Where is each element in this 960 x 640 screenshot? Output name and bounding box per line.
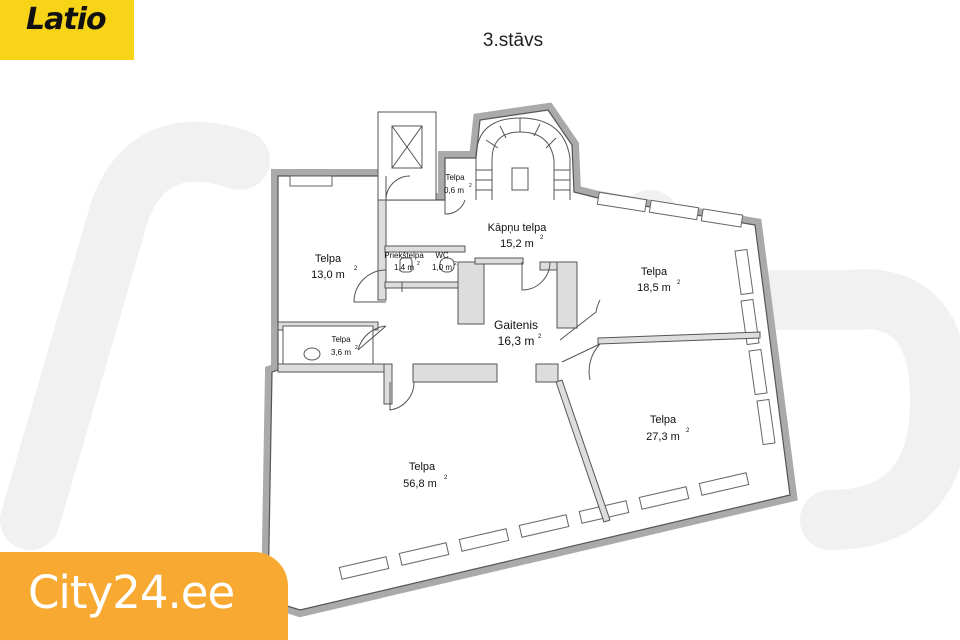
room-name-gaitenis: Gaitenis <box>494 318 538 332</box>
room-name-telpa-4: Telpa <box>650 414 677 426</box>
city24-logo-text: City24.ee <box>28 566 235 619</box>
room-name-kapnu-telpa: Kāpņu telpa <box>488 222 548 234</box>
latio-logo-text: Latio <box>26 2 107 37</box>
room-sup-telpa-5: 2 <box>444 475 448 481</box>
room-name-telpa-2: Telpa <box>641 266 668 278</box>
room-name-telpa-1: Telpa <box>315 253 342 265</box>
room-sup-kapnu-telpa: 2 <box>540 235 544 241</box>
room-name-telpa-5: Telpa <box>409 461 436 473</box>
room-sup-telpa-2: 2 <box>677 280 681 286</box>
room-area-telpa-3: 3,6 m <box>331 348 351 357</box>
latio-logo: Latio <box>0 0 134 60</box>
room-area-telpa-small: 0,6 m <box>444 186 464 195</box>
room-name-telpa-3: Telpa <box>331 335 351 344</box>
room-area-kapnu-telpa: 15,2 m <box>500 238 534 250</box>
room-area-telpa-2: 18,5 m <box>637 282 671 294</box>
room-name-wc: WC <box>435 251 449 260</box>
floor-title: 3.stāvs <box>482 30 544 51</box>
room-area-telpa-1: 13,0 m <box>311 269 345 281</box>
room-sup-telpa-4: 2 <box>686 428 690 434</box>
room-sup-priekstelpa: 2 <box>417 261 420 267</box>
room-sup-telpa-small: 2 <box>469 183 472 189</box>
room-area-telpa-5: 56,8 m <box>403 478 437 490</box>
room-sup-gaitenis: 2 <box>538 334 542 340</box>
room-sup-telpa-3: 2 <box>355 345 358 351</box>
room-area-priekstelpa: 1,4 m <box>394 263 414 272</box>
room-area-wc: 1,0 m <box>432 263 452 272</box>
room-name-telpa-small: Telpa <box>445 173 465 182</box>
room-name-priekstelpa: Priekštelpa <box>384 251 424 260</box>
room-area-telpa-4: 27,3 m <box>646 431 680 443</box>
room-area-gaitenis: 16,3 m <box>498 334 535 348</box>
room-sup-wc: 2 <box>454 261 457 267</box>
room-sup-telpa-1: 2 <box>354 266 358 272</box>
city24-logo: City24.ee <box>0 552 288 640</box>
